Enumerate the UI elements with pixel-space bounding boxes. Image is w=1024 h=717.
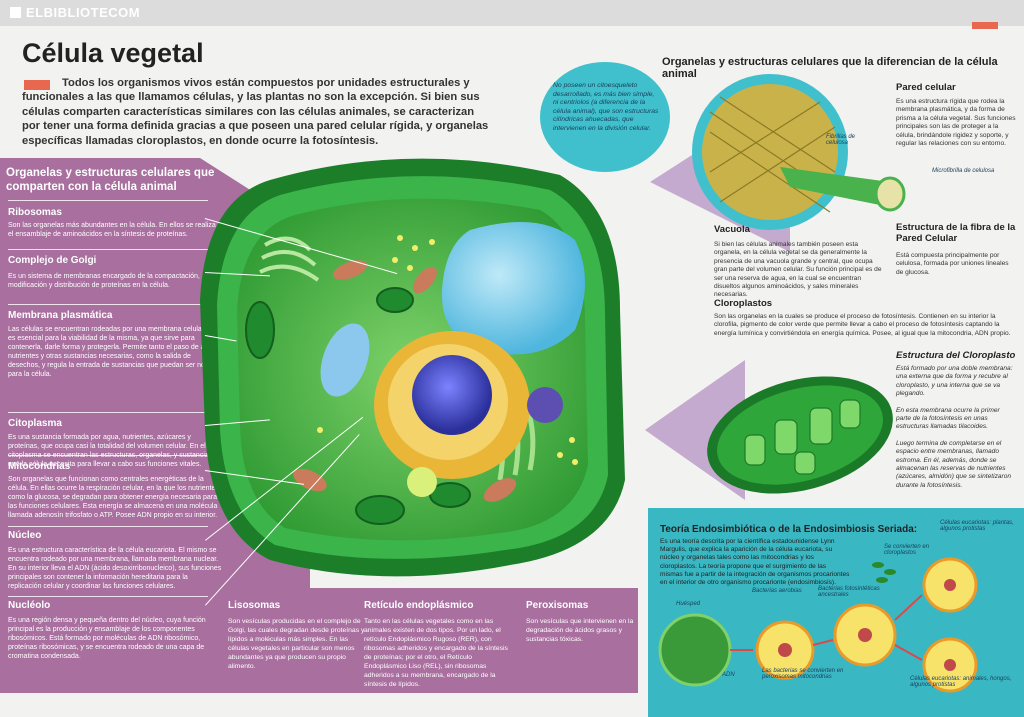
chloroplast bbox=[355, 495, 405, 525]
section-lisosomas: Lisosomas Son vesículas producidas en el… bbox=[228, 600, 368, 671]
chloroplast-illustration bbox=[645, 360, 893, 500]
label-convierten-mito: Las bacterias se convierten en peroxisom… bbox=[762, 668, 844, 680]
intro-text: Todos los organismos vivos están compues… bbox=[22, 77, 489, 147]
section-heading: Mitocondrias bbox=[8, 461, 71, 472]
section-text: Es una región densa y pequeña dentro del… bbox=[8, 617, 206, 660]
section-heading: Membrana plasmática bbox=[8, 310, 113, 321]
mitochondrion bbox=[483, 478, 517, 502]
top-bar bbox=[0, 0, 1024, 26]
nucleolus bbox=[412, 355, 492, 435]
endosymbiosis-diagram bbox=[658, 557, 978, 693]
note-text: Luego termina de completarse en el espac… bbox=[896, 439, 1012, 489]
section-fibra: Estructura de la fibra de la Pared Celul… bbox=[896, 222, 1016, 277]
section-text: Es una estructura característica de la c… bbox=[8, 547, 222, 590]
section-text: Son las organelas más abundantes en la c… bbox=[8, 222, 216, 238]
section-text: Si bien las células animales también pos… bbox=[714, 241, 882, 299]
section-reticulo: Retículo endoplásmico Tanto en las célul… bbox=[364, 600, 514, 689]
divider bbox=[8, 412, 208, 413]
section-text: Son las organelas en la cuales se produc… bbox=[714, 313, 1011, 337]
section-heading: Vacuola bbox=[714, 224, 750, 235]
section-heading: Pared celular bbox=[896, 82, 956, 93]
divider bbox=[8, 455, 208, 456]
brand-logo[interactable]: ELBIBLIOTECOM bbox=[10, 5, 140, 20]
section-heading: Complejo de Golgi bbox=[8, 255, 97, 266]
section-heading: Citoplasma bbox=[8, 418, 62, 429]
label-eucariotas-animales: Células eucariotas: animales, hongos, al… bbox=[910, 676, 1012, 688]
section-mitocondrias: Mitocondrias Son organelas que funcionan… bbox=[8, 461, 223, 520]
fibrillas-label: Fibrillas de celulosa bbox=[826, 134, 856, 146]
label-adn: ADN bbox=[722, 672, 735, 678]
note-bubble bbox=[540, 62, 670, 172]
chloroplast bbox=[429, 482, 471, 508]
peroxisome bbox=[527, 387, 563, 423]
divider bbox=[8, 304, 208, 305]
section-nucleolo: Nucléolo Es una región densa y pequeña d… bbox=[8, 600, 223, 661]
label-eucariotas-plantas: Células eucariotas: plantas, algunos pro… bbox=[940, 520, 1014, 532]
label-aerobias: Bacterias aerobias bbox=[752, 588, 802, 594]
top-accent bbox=[972, 22, 998, 29]
section-heading: Peroxisomas bbox=[526, 600, 589, 611]
note-text: En esta membrana ocurre la primer parte … bbox=[896, 406, 1000, 431]
host-cell bbox=[658, 613, 732, 687]
mitochondrion bbox=[413, 266, 437, 294]
microfibrilla-label: Microfibrilla de celulosa bbox=[932, 168, 995, 174]
endosymbiosis-text: Es una teoría descrita por la científica… bbox=[660, 538, 850, 587]
section-heading: Lisosomas bbox=[228, 600, 281, 611]
section-vacuola: Vacuola Si bien las células animales tam… bbox=[714, 224, 884, 300]
label-convierten-cloro: Se convierten en cloroplastos bbox=[884, 544, 930, 556]
section-heading: Ribosomas bbox=[8, 207, 62, 218]
section-text: Son organelas que funcionan como central… bbox=[8, 476, 221, 519]
fiber-strand bbox=[780, 167, 890, 207]
mitochondrion bbox=[332, 260, 368, 280]
section-cloroplastos: Cloroplastos Son las organelas en la cua… bbox=[714, 298, 1014, 338]
section-heading: Estructura de la fibra de la Pared Celul… bbox=[896, 222, 1016, 244]
section-membrana: Membrana plasmática Las células se encue… bbox=[8, 310, 223, 379]
section-heading: Nucléolo bbox=[8, 600, 51, 611]
section-ribosomas: Ribosomas Son las organelas más abundant… bbox=[8, 207, 223, 239]
thylakoid-stacks bbox=[744, 399, 861, 475]
vacuole bbox=[441, 222, 585, 355]
page-title: Célula vegetal bbox=[22, 38, 204, 68]
divider bbox=[8, 249, 208, 250]
intro-accent bbox=[24, 80, 50, 90]
brand-text: ELBIBLIOTECOM bbox=[26, 5, 141, 20]
fiber-end bbox=[874, 176, 906, 212]
section-text: Está compuesta principalmente por celulo… bbox=[896, 252, 1009, 276]
section-heading: Retículo endoplásmico bbox=[364, 600, 474, 611]
section-text: Tanto en las células vegetales como en l… bbox=[364, 618, 508, 688]
section-heading: Estructura del Cloroplasto bbox=[896, 350, 1016, 361]
section-text: Es una estructura rígida que rodea la me… bbox=[896, 98, 1016, 148]
section-text: Las células se encuentran rodeadas por u… bbox=[8, 326, 221, 378]
section-heading: Núcleo bbox=[8, 530, 42, 541]
section-heading: Cloroplastos bbox=[714, 298, 773, 309]
section-text: Son vesículas que intervienen en la degr… bbox=[526, 618, 634, 643]
chloroplast bbox=[245, 301, 275, 359]
plant-cell-illustration bbox=[200, 158, 625, 577]
ribosomes bbox=[317, 235, 578, 465]
lysosome bbox=[407, 467, 437, 497]
left-panel-title: Organelas y estructuras celulares que co… bbox=[6, 167, 215, 193]
divider bbox=[8, 200, 208, 201]
section-estructura-cloroplasto: Estructura del Cloroplasto Está formado … bbox=[896, 350, 1016, 490]
section-golgi: Complejo de Golgi Es un sistema de membr… bbox=[8, 255, 223, 290]
cell-wall-illustration bbox=[650, 74, 906, 252]
note-bubble-text: No poseen un citoesqueleto desarrollado,… bbox=[553, 82, 659, 132]
section-pared-celular: Pared celular Es una estructura rígida q… bbox=[896, 82, 1016, 148]
note-text: Está formado por una doble membrana: una… bbox=[896, 365, 1013, 398]
label-fotosinteticas: Bacterias fotosintéticas ancestrales bbox=[818, 586, 880, 598]
vesicle bbox=[320, 323, 370, 397]
section-text: Es un sistema de membranas encargado de … bbox=[8, 273, 200, 289]
section-peroxisomas: Peroxisomas Son vesículas que interviene… bbox=[526, 600, 636, 644]
right-panel-title: Organelas y estructuras celulares que la… bbox=[662, 56, 998, 80]
label-huesped: Huésped bbox=[676, 601, 701, 607]
endosymbiosis-title: Teoría Endosimbiótica o de la Endosimbio… bbox=[660, 524, 918, 535]
divider bbox=[8, 596, 208, 597]
mitochondrion bbox=[293, 468, 327, 492]
divider bbox=[8, 526, 208, 527]
section-text: Son vesículas producidas en el complejo … bbox=[228, 618, 365, 670]
section-nucleo: Núcleo Es una estructura característica … bbox=[8, 530, 223, 591]
chloroplast bbox=[376, 287, 414, 313]
